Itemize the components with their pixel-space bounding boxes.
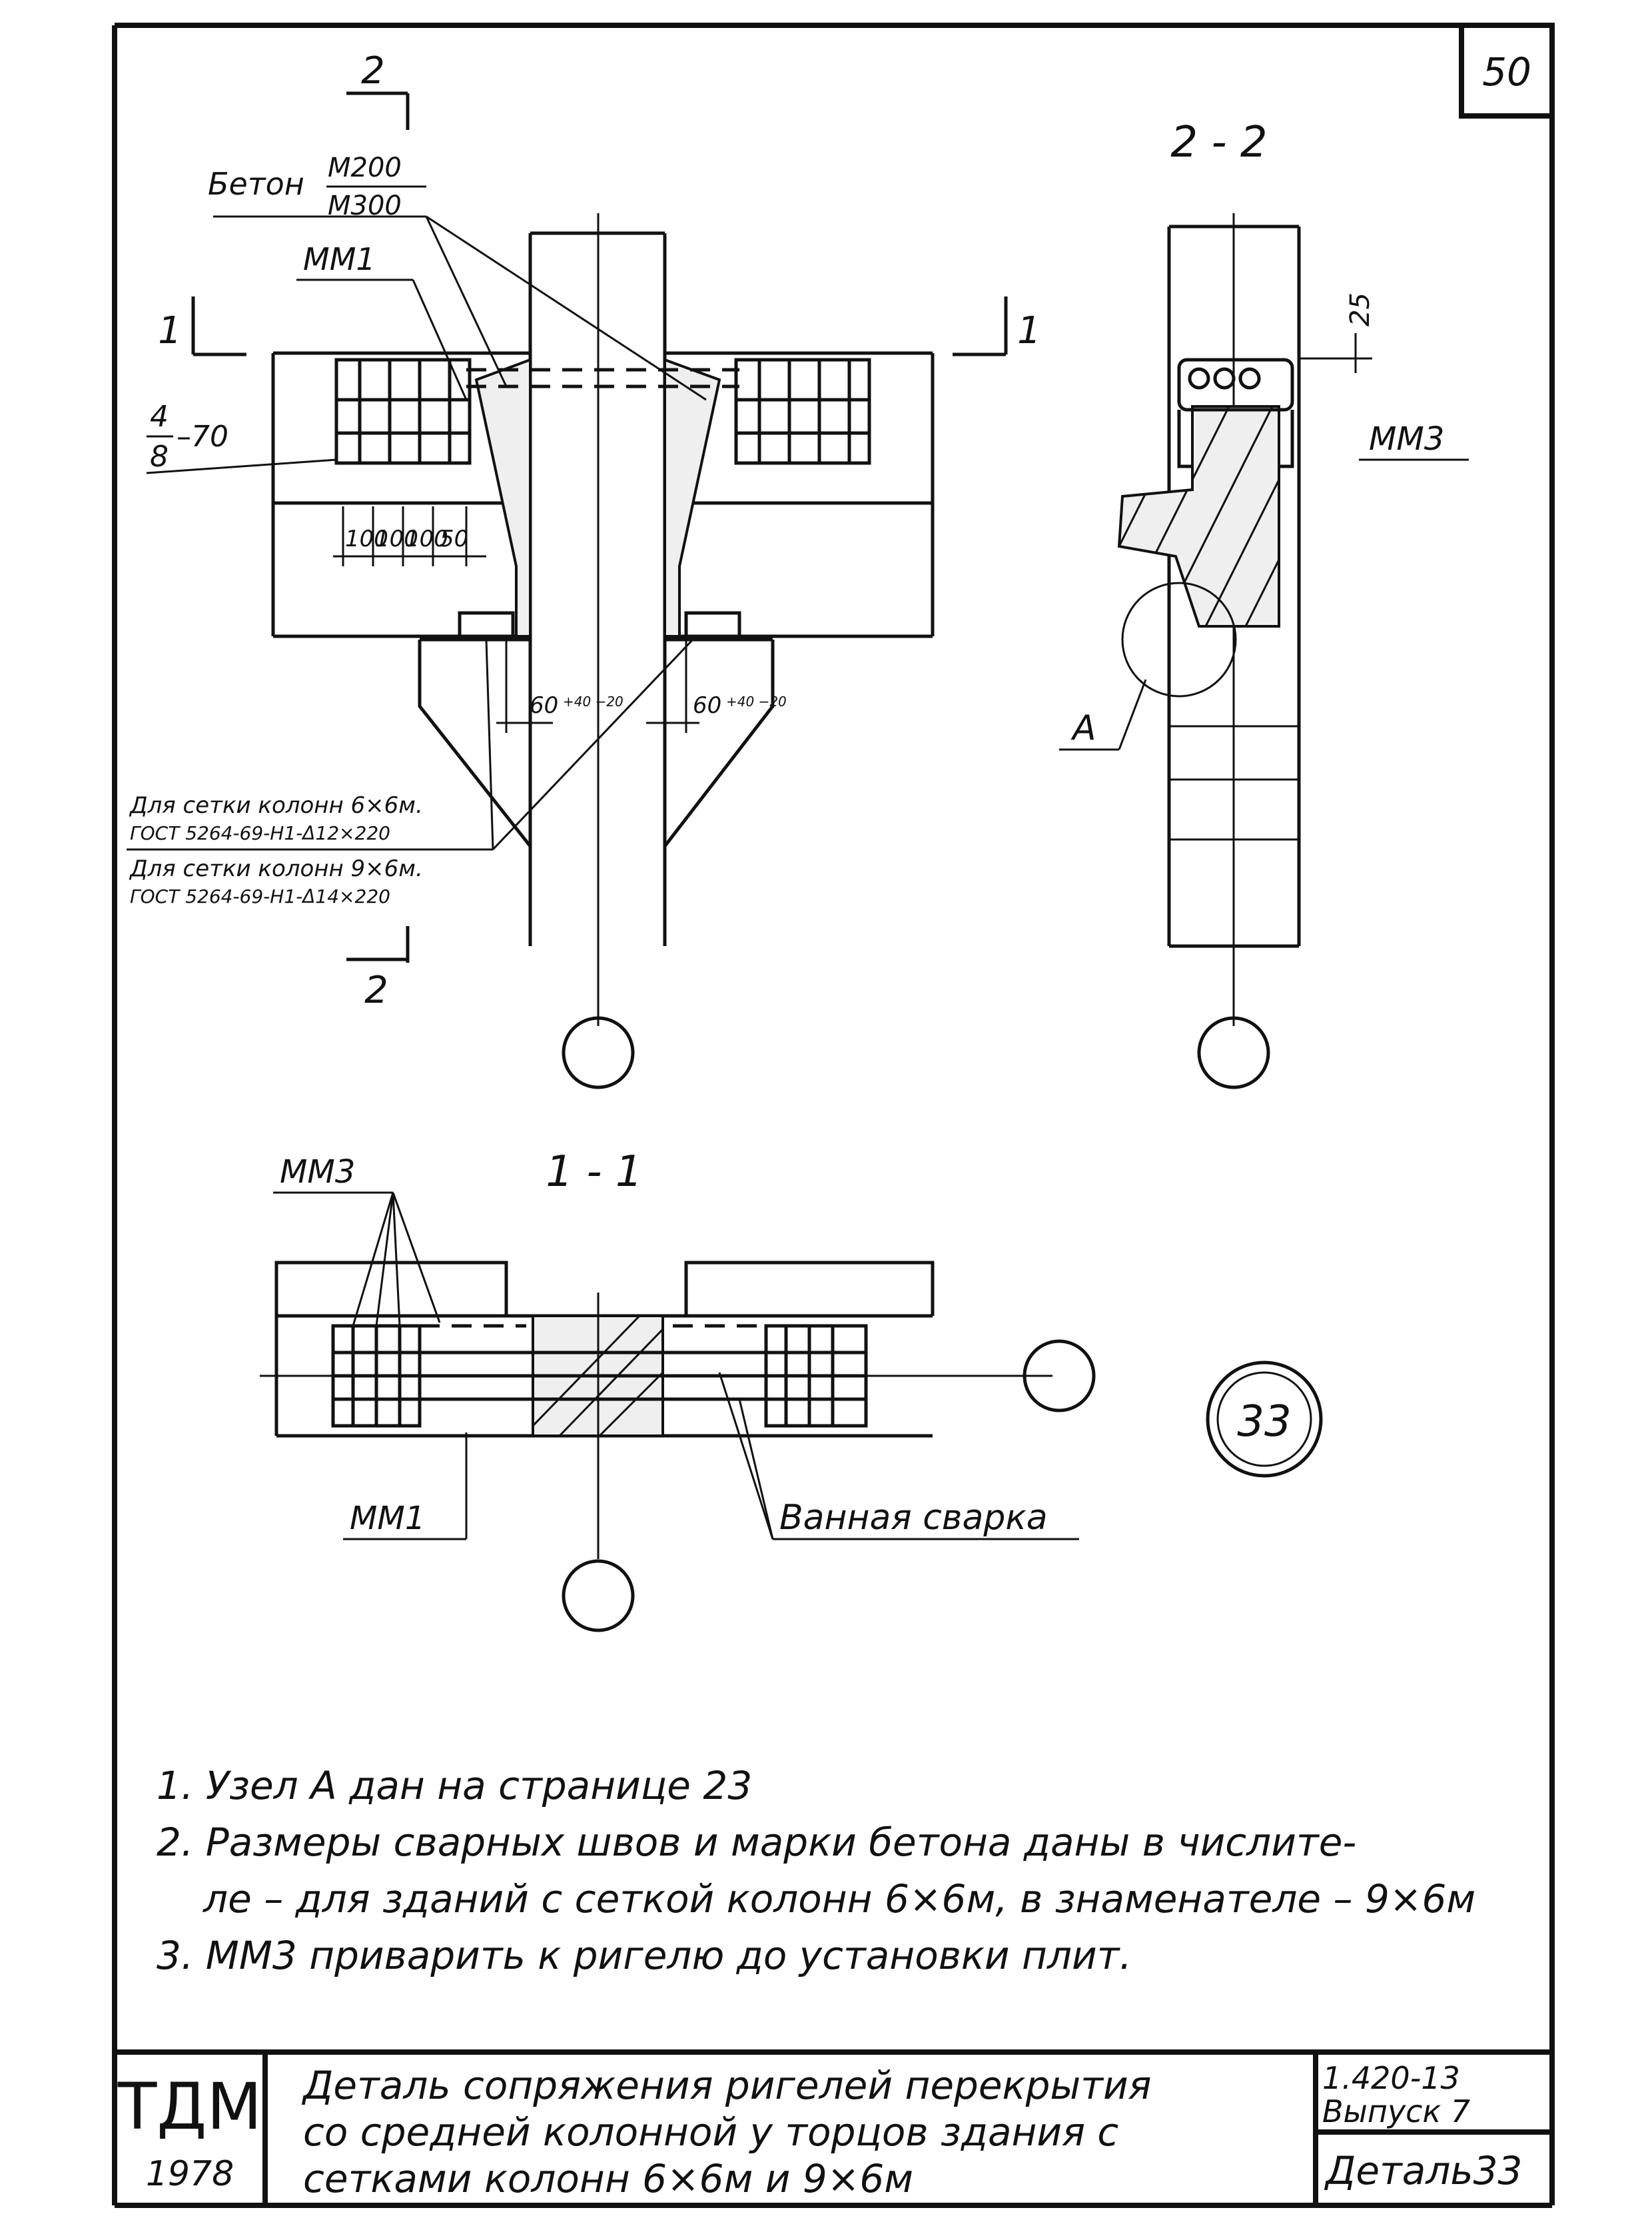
mm1-label-11: ММ1 [350, 1500, 425, 1537]
weld-numerator: 4 [150, 400, 169, 434]
dim-25: 25 [1345, 292, 1376, 326]
concrete-numerator: M200 [328, 153, 402, 183]
mm3-label-22: ММ3 [1369, 420, 1444, 458]
detail-number: Деталь33 [1324, 2148, 1522, 2193]
dim-50: 50 [440, 526, 468, 552]
beam-axis-bubble-11 [1023, 1339, 1096, 1412]
section-1-1-title: 1 - 1 [546, 1147, 642, 1197]
title-line-2: со средней колонной у торцов здания с [303, 2109, 1118, 2155]
org-mark: ТДМ [117, 2069, 262, 2144]
section-1-1-view: 1 - 1 ММ3 [260, 1147, 1323, 1632]
note-2: 2. Размеры сварных швов и марки бетона д… [157, 1820, 1356, 1865]
gap-left-tol: +40 −20 [563, 694, 623, 710]
gap-right-tol: +40 −20 [726, 694, 787, 710]
dim-100-c: 100 [405, 526, 448, 552]
general-notes: 1. Узел А дан на странице 23 2. Размеры … [157, 1763, 1475, 1978]
section-mark-1-left: 1 [158, 309, 182, 352]
year: 1978 [146, 2154, 234, 2194]
page-number-box: 50 [1459, 23, 1555, 119]
page-number: 50 [1482, 49, 1531, 95]
note-6x6-line1: Для сетки колонн 6×6м. [129, 792, 423, 819]
title-line-1: Деталь сопряжения ригелей перекрытия [301, 2063, 1152, 2108]
note-1: 1. Узел А дан на странице 23 [157, 1763, 752, 1808]
note-9x6-line2: ГОСТ 5264-69-Н1-Δ14×220 [130, 885, 390, 907]
note-3: 3. ММ3 приварить к ригелю до установки п… [157, 1933, 1132, 1978]
issue-number: Выпуск 7 [1322, 2093, 1470, 2129]
weld-suffix: –70 [177, 420, 228, 454]
concrete-label: Бетон [208, 166, 304, 202]
section-mark-1-right: 1 [1017, 309, 1041, 352]
series-number: 1.420-13 [1322, 2060, 1460, 2096]
detail-circle-label: 33 [1237, 1397, 1291, 1446]
section-2-2-title: 2 - 2 [1170, 118, 1267, 167]
sheet-frame [112, 23, 1555, 2208]
gap-right: 60 [693, 692, 721, 719]
mm3-label-11: ММ3 [280, 1153, 355, 1191]
note-6x6-line2: ГОСТ 5264-69-Н1-Δ12×220 [130, 822, 390, 844]
column-axis-bubble [562, 1016, 635, 1089]
gap-left: 60 [530, 692, 558, 719]
weld-denominator: 8 [150, 440, 169, 474]
section-mark-2-bottom: 2 [364, 969, 388, 1012]
dim-100-b: 100 [375, 526, 418, 552]
title-block: ТДМ 1978 Деталь сопряжения ригелей перек… [115, 2049, 1552, 2205]
node-a-label: А [1070, 708, 1096, 748]
note-9x6-line1: Для сетки колонн 9×6м. [129, 855, 423, 882]
column-axis-bubble-22 [1197, 1016, 1270, 1089]
node-a-circle [1121, 582, 1237, 698]
section-mark-2-top: 2 [361, 49, 385, 93]
dim-100-a: 100 [345, 526, 388, 552]
note-2-cont: ле – для зданий с сеткой колонн 6×6м, в … [203, 1876, 1475, 1922]
top-section-view: 2 2 1 1 Бетон M200 M300 ММ1 4 8 –70 [127, 49, 1041, 1089]
section-2-2-view: 2 - 2 [1059, 118, 1469, 1089]
title-line-3: сетками колонн 6×6м и 9×6м [303, 2156, 913, 2201]
mm1-label: ММ1 [303, 241, 376, 277]
bath-welding-label: Ванная сварка [779, 1498, 1048, 1538]
column-axis-bubble-11 [562, 1559, 635, 1632]
